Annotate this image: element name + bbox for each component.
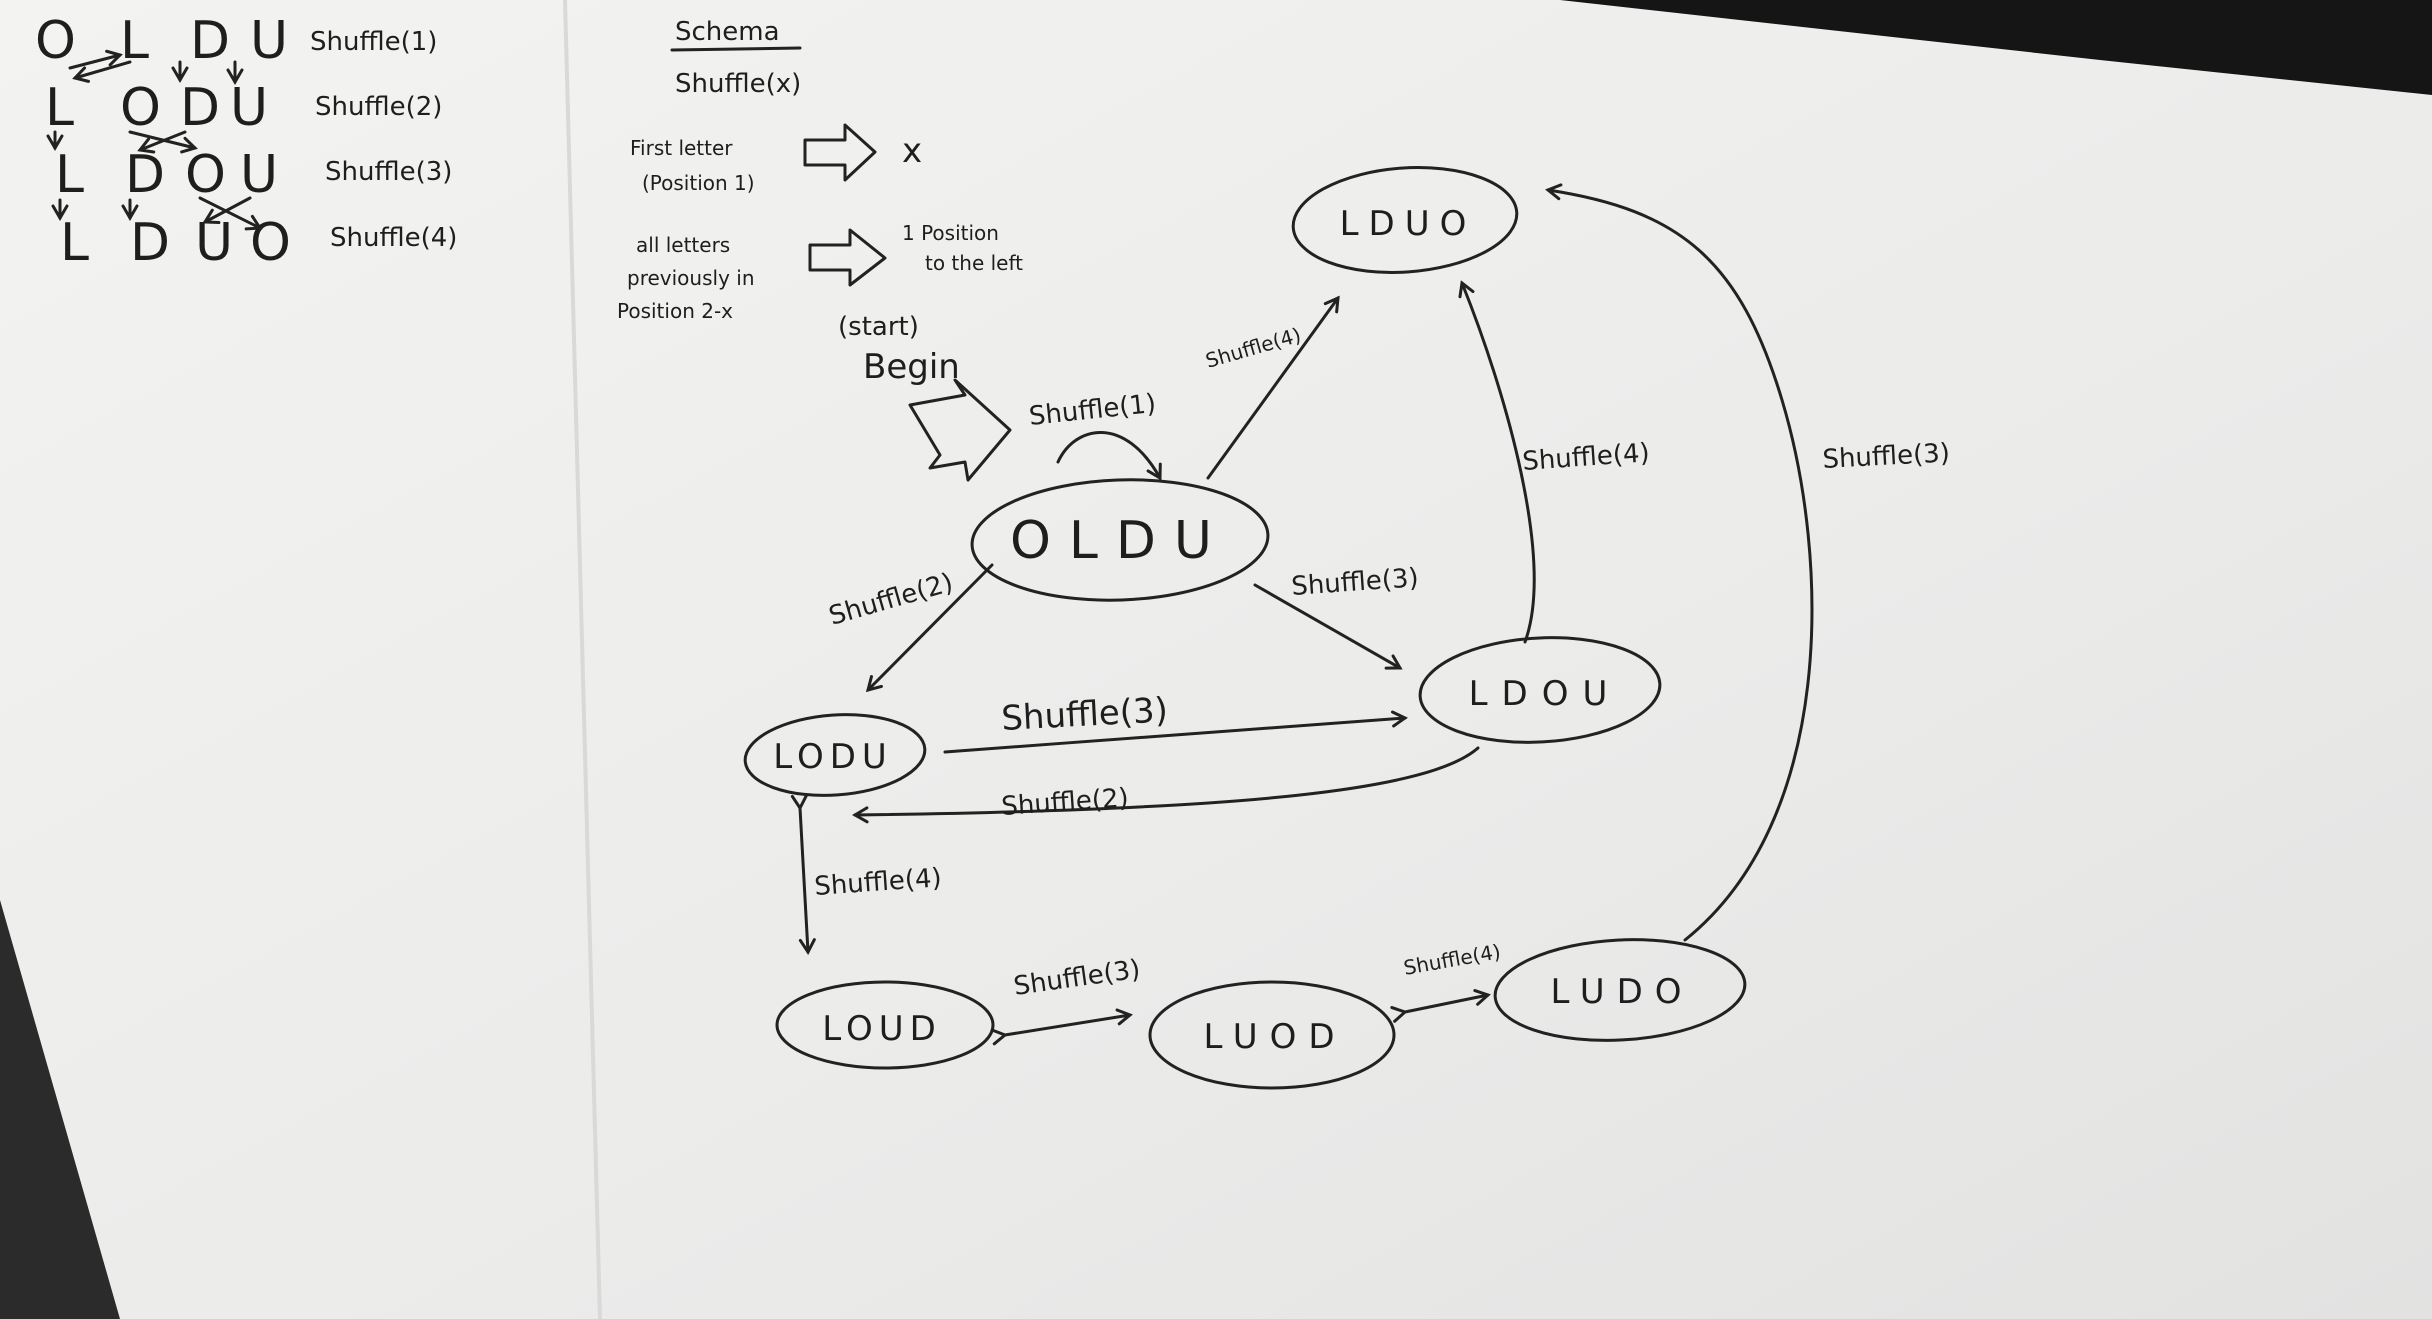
paper-fold-line [563,0,602,1319]
row-letters: D [180,78,238,138]
rule2-left-line1: all letters [636,233,730,257]
edge-self-oldu [1056,431,1162,481]
table-row: L D O U Shuffle(3) [55,145,452,205]
edge-label: Shuffle(3) [1822,438,1951,475]
state-nodes: OLDU LDUO LDOU LODU LOUD LUOD LUDO [743,166,1747,1090]
rule2-arrow-icon [808,228,887,287]
edge-oldu-lodu [865,563,994,693]
paper-corner-shadow [1560,0,2432,95]
state-label: LUOD [1203,1017,1346,1057]
row-letters: U [195,213,251,273]
state-label: LUDO [1550,972,1693,1012]
row-letters: O [250,213,309,273]
state-ludo: LUDO [1493,938,1747,1042]
schema-underline [670,46,802,52]
state-lodu: LODU [743,713,927,797]
row-letters: D [130,213,188,273]
row-letters: U [240,145,296,205]
row-op: Shuffle(4) [330,223,457,253]
edge-luod-ludo [1390,989,1491,1023]
row-letters: L [45,78,92,138]
row-letters: U [230,78,286,138]
state-loud: LOUD [775,980,995,1070]
row-letters: O [35,11,94,71]
edge-loud-luod [990,1008,1133,1046]
begin-label: Begin [863,347,960,387]
row-letters: L [120,11,167,71]
state-lduo: LDUO [1291,166,1519,274]
edge-ldou-lodu [852,746,1480,824]
rule2-left-line3: Position 2-x [617,299,733,323]
row-letters: L [55,145,102,205]
table-row: O L D U Shuffle(1) [35,11,437,71]
rule1-arrow-icon [803,123,877,182]
state-label: OLDU [1010,511,1230,571]
state-label: LOUD [822,1009,942,1049]
rule1-left-line2: (Position 1) [642,171,755,195]
edge-oldu-lduo [1206,295,1340,480]
edges [790,183,1814,1046]
row-letters: O [120,78,179,138]
row-op: Shuffle(2) [315,92,442,122]
table-arrows [46,49,263,231]
rule1-right: x [902,131,922,171]
rule2-right-line1: 1 Position [902,221,999,245]
edge-lodu-ldou [943,710,1408,754]
schema-title: Schema [675,17,780,47]
edge-ludo-lduo [1545,183,1814,942]
edge-ldou-lduo [1458,280,1536,644]
row-letters: D [190,11,248,71]
permutation-table: O L D U Shuffle(1) L O D U Shuffle(2) L … [35,11,457,273]
state-ldou: LDOU [1418,636,1662,744]
state-label: LDUO [1340,204,1477,244]
state-luod: LUOD [1148,980,1396,1090]
row-letters: L [60,213,107,273]
schema-function: Shuffle(x) [675,69,801,99]
state-label: LDOU [1469,674,1622,714]
rule2-right-line2: to the left [925,251,1023,275]
edge-lodu-loud [790,794,816,955]
rule1-left-line1: First letter [630,136,733,160]
row-letters: D [125,145,183,205]
table-row: L D U O Shuffle(4) [60,213,457,273]
table-row: L O D U Shuffle(2) [45,78,442,138]
row-op: Shuffle(3) [325,157,452,187]
edge-label: Shuffle(3) [1000,690,1169,739]
start-arrow-icon [908,378,1012,482]
state-label: LODU [773,737,893,777]
schema-legend: Schema Shuffle(x) First letter (Position… [617,17,1023,323]
start-marker: (start) Begin [838,312,1012,482]
edge-oldu-ldou [1253,583,1403,670]
state-oldu: OLDU [970,478,1270,602]
row-letters: O [185,145,244,205]
row-letters: U [250,11,306,71]
rule2-left-line2: previously in [627,266,755,290]
start-label: (start) [838,312,919,342]
row-op: Shuffle(1) [310,27,437,57]
